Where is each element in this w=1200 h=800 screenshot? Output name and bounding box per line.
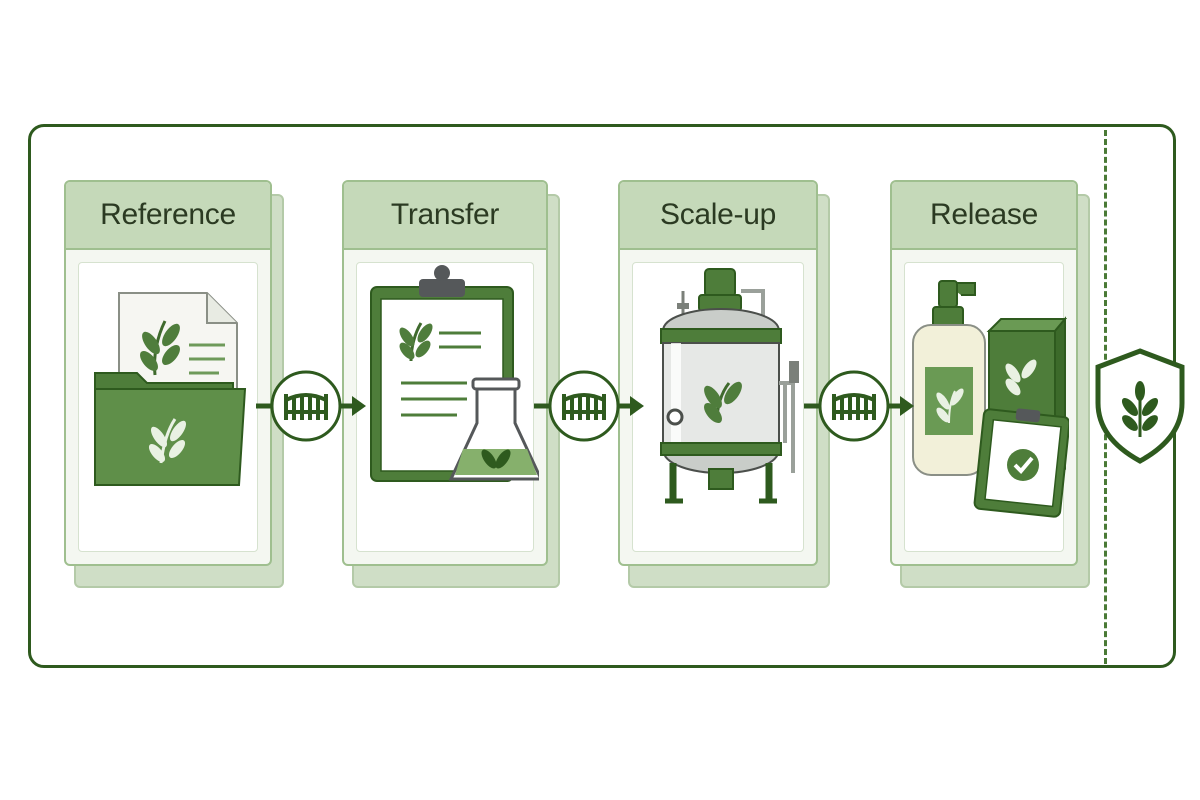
folder-document-leaf-icon (94, 292, 247, 486)
card-illustration (904, 262, 1069, 552)
card-header: Release (892, 182, 1076, 250)
card-panel: Transfer (342, 180, 548, 566)
stage-title: Release (930, 198, 1038, 231)
card-panel: Scale-up (618, 180, 818, 566)
card-illustration (632, 262, 804, 552)
shield-leaf-icon (1095, 348, 1185, 464)
stage-title: Transfer (390, 198, 500, 231)
stage-card-reference: Reference (64, 180, 284, 588)
stage-card-scale-up: Scale-up (618, 180, 830, 588)
bottle-box-checklist-icon (912, 280, 1069, 518)
card-illustration (356, 262, 539, 552)
card-panel: Release (890, 180, 1078, 566)
card-illustration (78, 262, 258, 552)
stage-title: Scale-up (659, 198, 776, 231)
gate-icon (534, 370, 644, 442)
card-header: Scale-up (620, 182, 816, 250)
gate-icon (804, 370, 914, 442)
clipboard-flask-leaf-icon (370, 265, 539, 482)
stage-title: Reference (100, 198, 236, 231)
card-panel: Reference (64, 180, 272, 566)
gate-icon (256, 370, 366, 442)
reactor-vessel-leaf-icon (660, 268, 799, 504)
card-header: Transfer (344, 182, 546, 250)
stage-card-transfer: Transfer (342, 180, 560, 588)
card-header: Reference (66, 182, 270, 250)
stage-card-release: Release (890, 180, 1090, 588)
